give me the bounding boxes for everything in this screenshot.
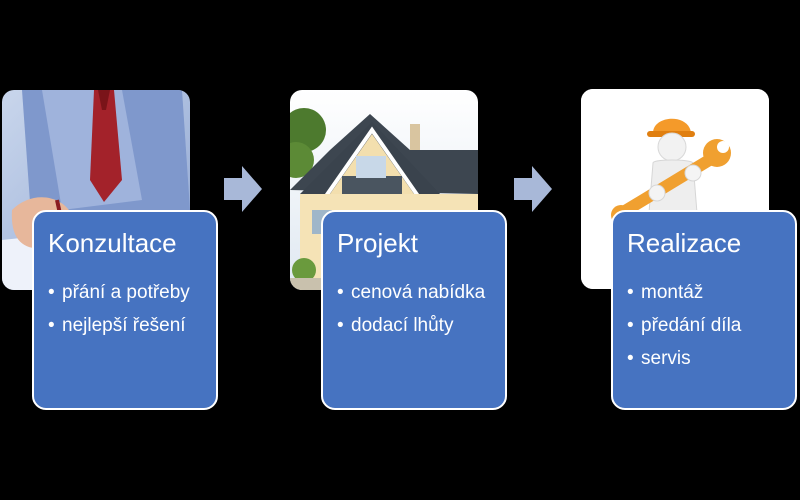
step-title: Realizace <box>627 228 742 258</box>
step-bullet-item: servis <box>627 346 783 371</box>
step-title: Konzultace <box>48 228 177 258</box>
step-card-projekt: Projekt cenová nabídka dodací lhůty <box>321 210 507 410</box>
step-card-konzultace: Konzultace přání a potřeby nejlepší řeše… <box>32 210 218 410</box>
step-bullet-item: nejlepší řešení <box>48 313 204 338</box>
step-bullet-list: přání a potřeby nejlepší řešení <box>48 280 204 338</box>
step-bullet-item: dodací lhůty <box>337 313 493 338</box>
step-bullet-item: předání díla <box>627 313 783 338</box>
arrow-right-icon <box>514 166 552 212</box>
step-bullet-list: montáž předání díla servis <box>627 280 783 371</box>
step-bullet-item: přání a potřeby <box>48 280 204 305</box>
arrow-right-icon <box>224 166 262 212</box>
step-bullet-item: cenová nabídka <box>337 280 493 305</box>
step-bullet-list: cenová nabídka dodací lhůty <box>337 280 493 338</box>
step-title: Projekt <box>337 228 418 258</box>
step-card-realizace: Realizace montáž předání díla servis <box>611 210 797 410</box>
step-bullet-item: montáž <box>627 280 783 305</box>
